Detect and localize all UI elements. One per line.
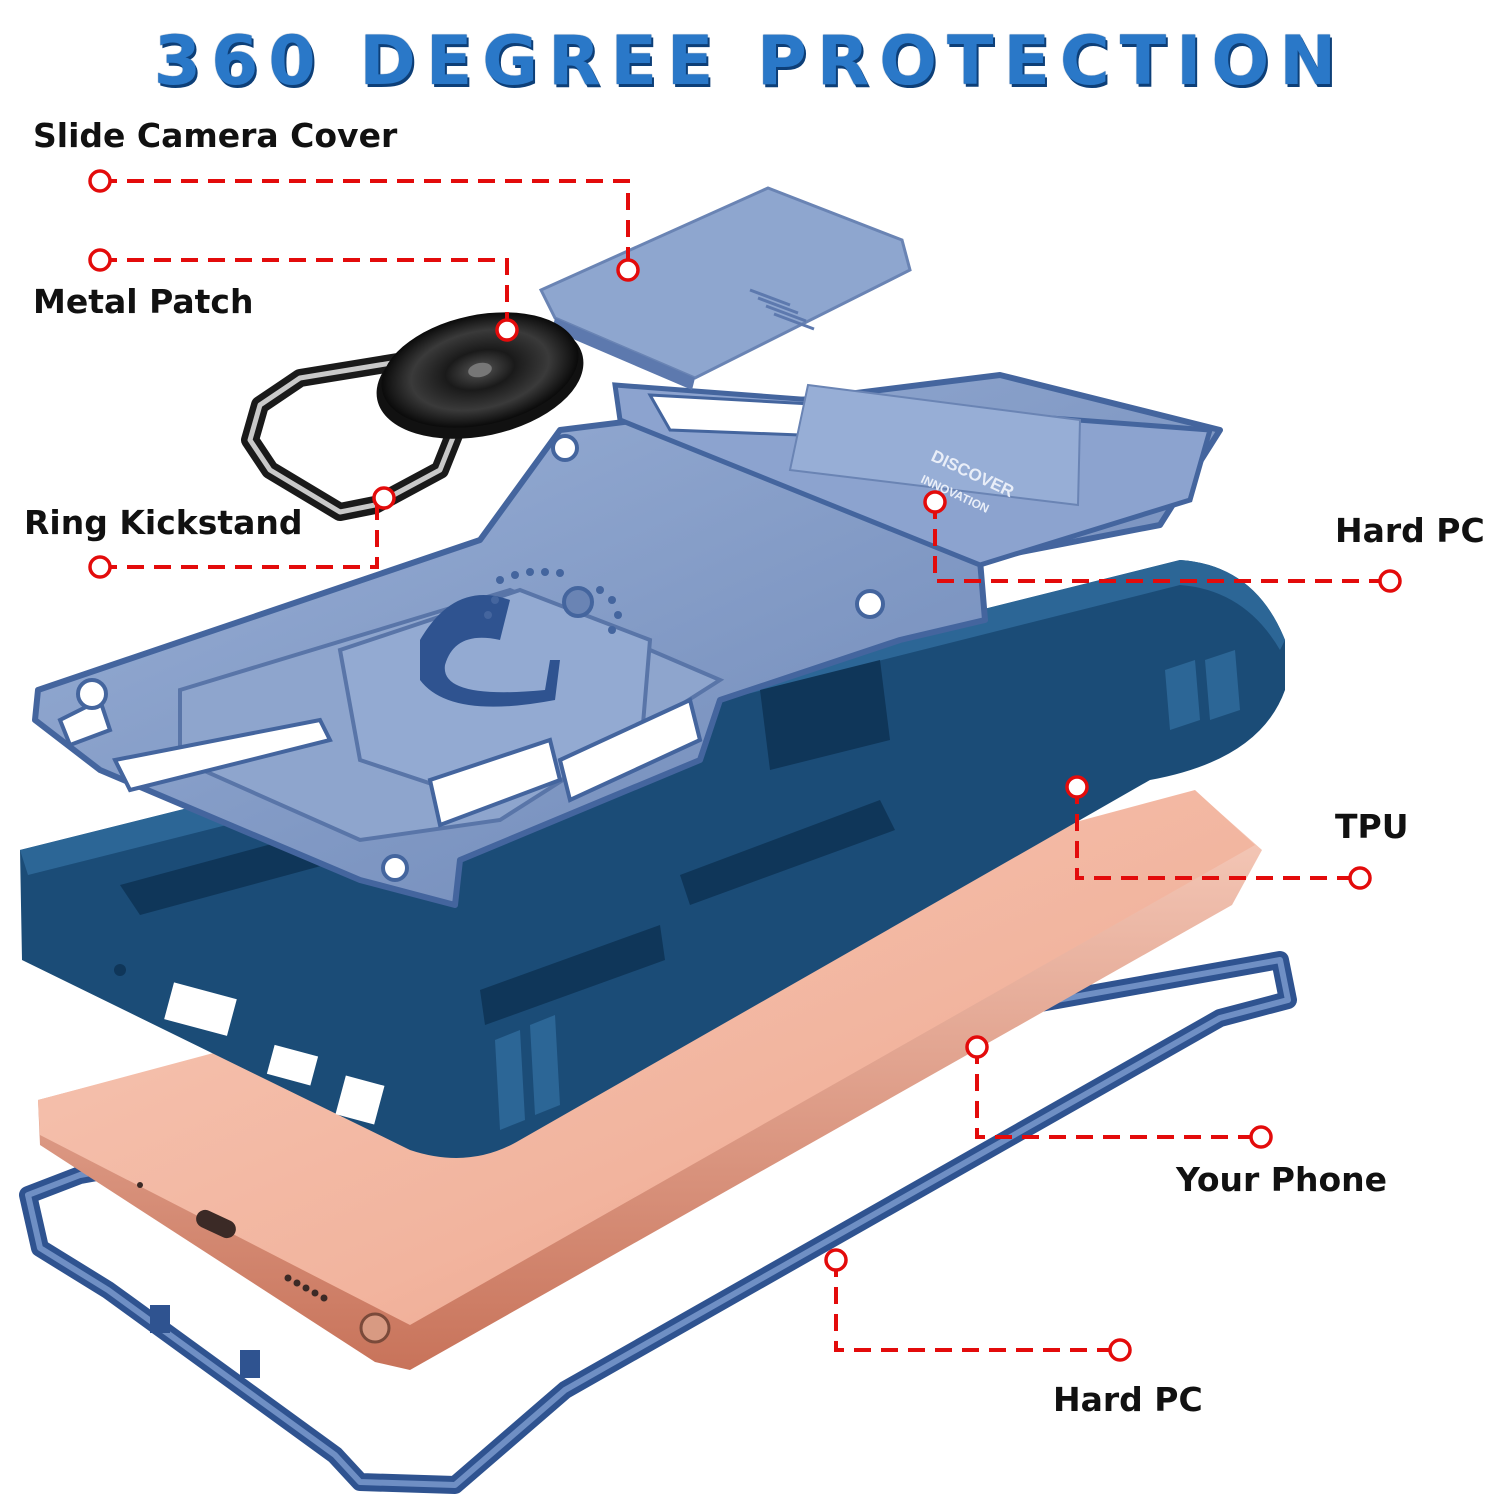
- magnet-dots: [484, 568, 622, 634]
- guide-hard-pc-top: [933, 502, 1390, 583]
- headline: 360 DEGREE PROTECTION: [153, 22, 1347, 101]
- back-plate-cutouts: [57, 697, 703, 828]
- callout-guides: [100, 179, 1390, 1352]
- label-your-phone: Your Phone: [1176, 1160, 1388, 1199]
- tpu-side-ribs: [495, 650, 1240, 1130]
- label-hard-pc-top: Hard PC: [1335, 511, 1485, 550]
- label-ring-kickstand: Ring Kickstand: [24, 503, 303, 542]
- label-tpu: TPU: [1335, 807, 1409, 846]
- label-metal-patch: Metal Patch: [33, 282, 254, 321]
- speaker-grille: [284, 1274, 328, 1302]
- callout-dots: [88, 169, 1402, 1362]
- guide-slide-camera-cover: [100, 179, 630, 270]
- hard-pc-back-plate: DISCOVER INNOVATION: [32, 372, 1223, 908]
- guide-tpu: [1075, 787, 1360, 880]
- guide-ring-kickstand: [100, 498, 379, 569]
- guide-your-phone: [975, 1047, 1261, 1139]
- guide-metal-patch: [100, 258, 509, 330]
- bottom-hard-pc-frame: [19, 951, 1297, 1494]
- ring-kickstand: [241, 312, 584, 521]
- guide-hard-pc-bottom: [834, 1260, 1120, 1352]
- slide-camera-cover: [538, 186, 912, 390]
- label-slide-camera-cover: Slide Camera Cover: [33, 116, 398, 155]
- label-hard-pc-bottom: Hard PC: [1053, 1380, 1203, 1419]
- slide-grip-lines: [749, 288, 815, 331]
